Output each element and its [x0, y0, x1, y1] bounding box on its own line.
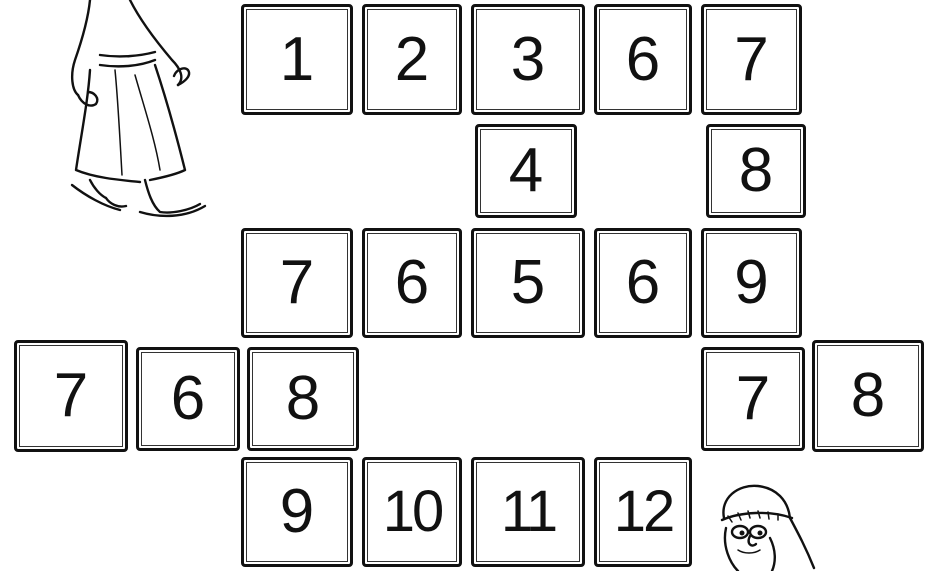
path-tile[interactable]: 11 — [471, 457, 585, 567]
path-tile[interactable]: 2 — [362, 4, 462, 115]
walking-robed-man-figure — [60, 0, 210, 225]
path-tile[interactable]: 7 — [14, 340, 128, 452]
path-tile[interactable]: 12 — [594, 457, 692, 567]
walking-robed-man-icon — [60, 0, 210, 225]
path-tile[interactable]: 7 — [701, 4, 802, 115]
path-tile[interactable]: 7 — [701, 347, 805, 451]
path-tile[interactable]: 4 — [475, 124, 577, 218]
path-tile[interactable]: 5 — [471, 228, 585, 338]
path-tile[interactable]: 8 — [812, 340, 924, 452]
path-tile[interactable]: 6 — [594, 4, 692, 115]
path-tile[interactable]: 7 — [241, 228, 353, 338]
bearded-man-figure — [710, 478, 820, 571]
path-tile[interactable]: 9 — [701, 228, 802, 338]
path-tile[interactable]: 6 — [594, 228, 692, 338]
path-tile[interactable]: 10 — [362, 457, 462, 567]
path-tile[interactable]: 6 — [136, 347, 240, 451]
bearded-man-head-icon — [710, 478, 820, 571]
path-tile[interactable]: 6 — [362, 228, 462, 338]
path-tile[interactable]: 8 — [247, 347, 359, 451]
path-tile[interactable]: 3 — [471, 4, 585, 115]
path-tile[interactable]: 1 — [241, 4, 353, 115]
path-tile[interactable]: 8 — [706, 124, 806, 218]
path-tile[interactable]: 9 — [241, 457, 353, 567]
